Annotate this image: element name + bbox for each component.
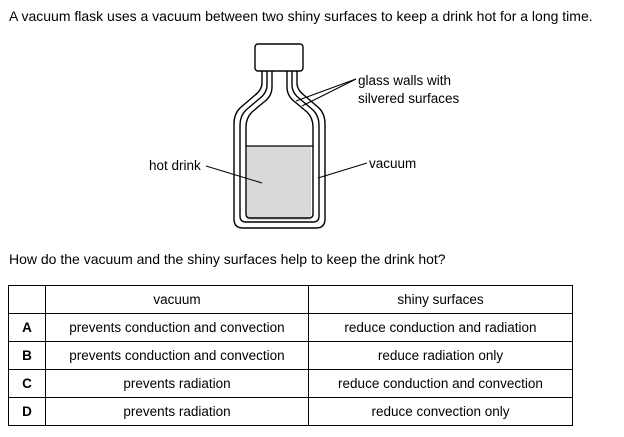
- answer-table: vacuum shiny surfaces A prevents conduct…: [8, 285, 573, 426]
- option-vacuum-cell: prevents radiation: [45, 369, 309, 398]
- option-shiny-cell: reduce radiation only: [308, 341, 573, 370]
- option-vacuum-cell: prevents conduction and convection: [45, 313, 309, 342]
- table-header-shiny: shiny surfaces: [308, 285, 573, 314]
- table-header-key: [8, 285, 46, 314]
- option-key: B: [8, 341, 46, 370]
- table-row: D prevents radiation reduce convection o…: [8, 397, 573, 426]
- vacuum-label: vacuum: [369, 156, 416, 171]
- glass-walls-label-line2: silvered surfaces: [358, 91, 460, 106]
- hot-drink-liquid: [247, 146, 311, 220]
- option-key: D: [8, 397, 46, 426]
- table-row: B prevents conduction and convection red…: [8, 341, 573, 370]
- vacuum-flask-diagram: glass walls with silvered surfaces hot d…: [149, 43, 460, 229]
- vacuum-leader: [317, 162, 368, 179]
- flask-inner-wall: [245, 71, 314, 219]
- glass-walls-label-line1: glass walls with: [358, 73, 451, 88]
- glass-walls-leader-1: [295, 78, 357, 102]
- table-header-vacuum: vacuum: [45, 285, 309, 314]
- flask-outer-wall: [233, 71, 326, 229]
- table-header-row: vacuum shiny surfaces: [8, 285, 573, 314]
- option-vacuum-cell: prevents radiation: [45, 397, 309, 426]
- option-shiny-cell: reduce conduction and convection: [308, 369, 573, 398]
- option-shiny-cell: reduce conduction and radiation: [308, 313, 573, 342]
- option-vacuum-cell: prevents conduction and convection: [45, 341, 309, 370]
- question-prompt: How do the vacuum and the shiny surfaces…: [9, 251, 446, 267]
- question-intro: A vacuum flask uses a vacuum between two…: [9, 8, 593, 24]
- hot-drink-label: hot drink: [149, 158, 201, 173]
- flask-middle-wall: [239, 71, 320, 223]
- option-key: A: [8, 313, 46, 342]
- table-row: C prevents radiation reduce conduction a…: [8, 369, 573, 398]
- option-shiny-cell: reduce convection only: [308, 397, 573, 426]
- flask-cap: [254, 43, 304, 72]
- table-row: A prevents conduction and convection red…: [8, 313, 573, 342]
- option-key: C: [8, 369, 46, 398]
- hot-drink-leader: [205, 165, 263, 184]
- glass-walls-leader-2: [301, 78, 357, 107]
